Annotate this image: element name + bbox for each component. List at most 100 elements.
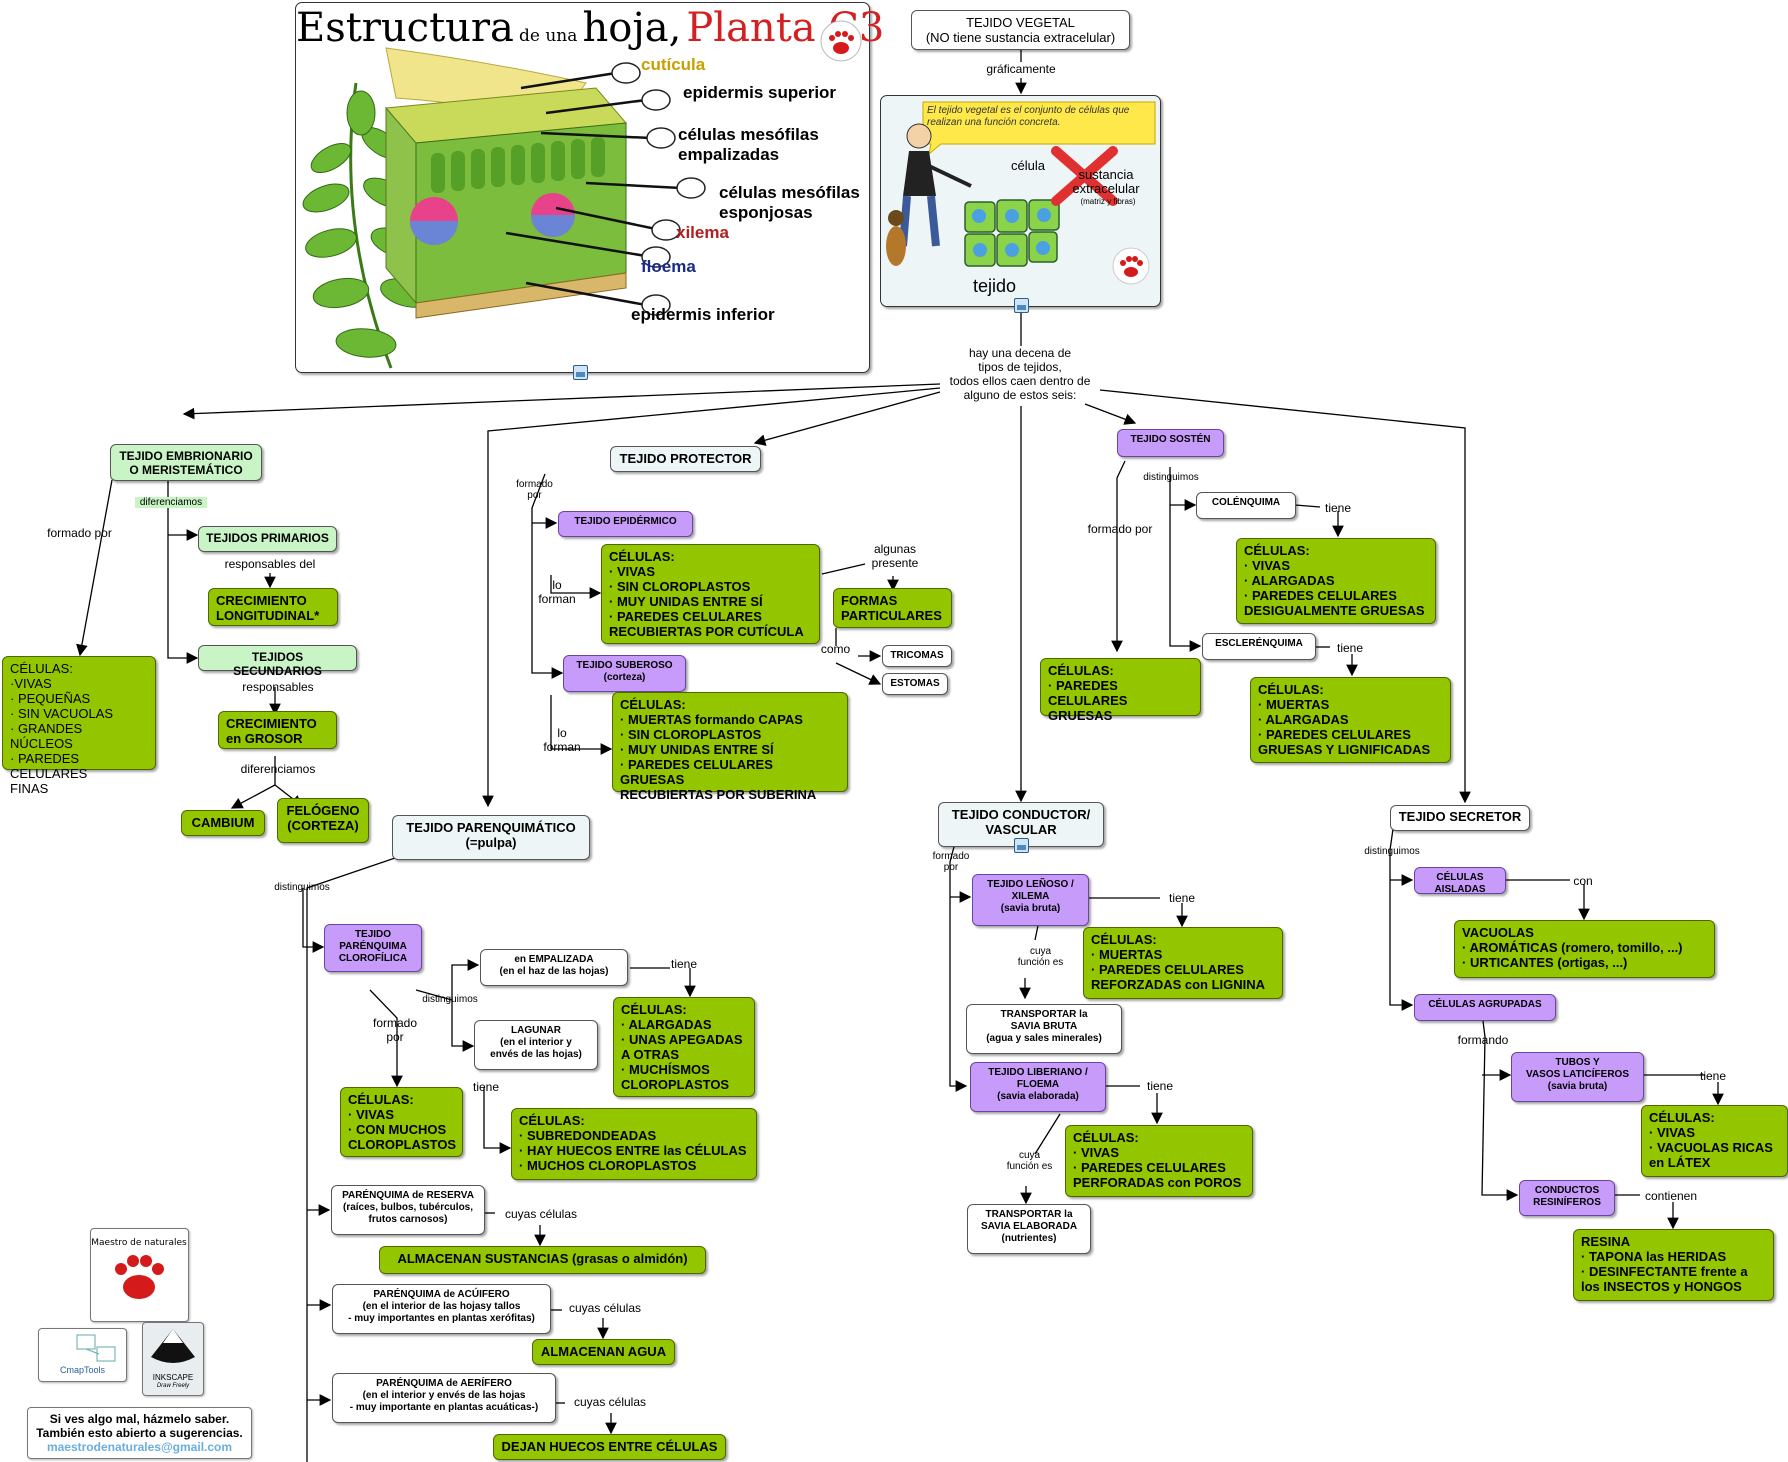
node-celulas-embrionario[interactable]: CÉLULAS: ·VIVAS · PEQUEÑAS · SIN VACUOLA… — [2, 656, 156, 796]
link-formado-por: formado por — [932, 851, 970, 873]
node-tubos-laticiferos[interactable]: TUBOS Y VASOS LATICÍFEROS (savia bruta) — [1511, 1052, 1644, 1102]
cmaptools-logo: CmapTools — [38, 1328, 127, 1382]
label-epidermis-superior: epidermis superior — [683, 83, 837, 102]
link-contienen: contienen — [1644, 1189, 1698, 1203]
tissue-cartoon-illustration — [886, 101, 1156, 285]
link-tiene-2: tiene — [1336, 641, 1364, 655]
link-tiene: tiene — [1699, 1069, 1727, 1083]
node-transportar-savia-bruta[interactable]: TRANSPORTAR la SAVIA BRUTA (agua y sales… — [966, 1004, 1122, 1054]
label-celula: célula — [1011, 158, 1045, 173]
image-link-icon[interactable] — [573, 365, 588, 380]
node-parenquima-reserva[interactable]: PARÉNQUIMA de RESERVA (raíces, bulbos, t… — [331, 1185, 485, 1235]
node-celulas-floema[interactable]: CÉLULAS: · VIVAS · PAREDES CELULARES PER… — [1065, 1125, 1253, 1197]
link-formado-por: formado por — [47, 526, 112, 540]
link-funcion: cuya función es — [1017, 946, 1064, 968]
link-distinguimos: distinguimos — [1143, 472, 1199, 483]
node-celulas-aisladas[interactable]: CÉLULAS AISLADAS — [1414, 867, 1506, 895]
node-tejido-epidermico[interactable]: TEJIDO EPIDÉRMICO — [558, 511, 693, 537]
node-empalizada[interactable]: en EMPALIZADA (en el haz de las hojas) — [480, 949, 628, 986]
node-resina[interactable]: RESINA · TAPONA las HERIDAS · DESINFECTA… — [1573, 1229, 1774, 1301]
image-link-icon[interactable] — [1014, 838, 1029, 853]
feedback-email[interactable]: maestrodenaturales@gmail.com — [46, 1440, 233, 1454]
link-lo-forman: lo forman — [538, 578, 576, 606]
node-formas-particulares[interactable]: FORMAS PARTICULARES — [833, 588, 952, 628]
speech-bubble-text: El tejido vegetal es el conjunto de célu… — [927, 105, 1130, 128]
node-cambium[interactable]: CAMBIUM — [181, 810, 265, 836]
node-celulas-clorofilica[interactable]: CÉLULAS: · VIVAS · CON MUCHOS CLOROPLAST… — [340, 1087, 463, 1157]
node-tejido-embrionario[interactable]: TEJIDO EMBRIONARIO O MERISTEMÁTICO — [110, 444, 262, 481]
link-cuyas-celulas-3: cuyas células — [573, 1395, 647, 1409]
node-almacenan-sustancias[interactable]: ALMACENAN SUSTANCIAS (grasas o almidón) — [379, 1246, 706, 1274]
link-distinguimos-2: distinguimos — [422, 994, 478, 1005]
link-distinguimos: distinguimos — [1364, 846, 1420, 857]
image-link-icon[interactable] — [1014, 298, 1029, 313]
node-celulas-colenquima[interactable]: CÉLULAS: · VIVAS · ALARGADAS · PAREDES C… — [1236, 538, 1436, 624]
node-celulas-latex[interactable]: CÉLULAS: · VIVAS · VACUOLAS RICAS en LÁT… — [1641, 1105, 1788, 1177]
node-tejido-parenquimatico[interactable]: TEJIDO PARENQUIMÁTICO (=pulpa) — [392, 815, 590, 860]
link-tiene: tiene — [1324, 501, 1352, 515]
node-celulas-suberoso[interactable]: CÉLULAS: · MUERTAS formando CAPAS · SIN … — [612, 692, 848, 802]
cmap-graph-icon — [76, 1334, 116, 1362]
node-tejido-vegetal[interactable]: TEJIDO VEGETAL (NO tiene sustancia extra… — [911, 10, 1130, 50]
node-celulas-lagunar[interactable]: CÉLULAS: · SUBREDONDEADAS · HAY HUECOS E… — [511, 1108, 757, 1180]
node-felogeno[interactable]: FELÓGENO (CORTEZA) — [277, 798, 369, 843]
link-formado-por: formado por — [516, 479, 553, 501]
link-distinguimos: distinguimos — [274, 882, 330, 893]
label-xilema: xilema — [676, 223, 729, 242]
link-cuyas-celulas-2: cuyas células — [568, 1301, 642, 1315]
node-conductos-resiniferos[interactable]: CONDUCTOS RESINÍFEROS — [1519, 1180, 1615, 1216]
node-lagunar[interactable]: LAGUNAR (en el interior y envés de las h… — [474, 1020, 598, 1070]
node-celulas-xilema[interactable]: CÉLULAS: · MUERTAS · PAREDES CELULARES R… — [1083, 927, 1283, 999]
node-parenquima-aerifero[interactable]: PARÉNQUIMA de AERÍFERO (en el interior y… — [332, 1373, 556, 1423]
node-estomas[interactable]: ESTOMAS — [882, 673, 948, 695]
link-tiene: tiene — [670, 957, 698, 971]
node-tejido-lenoso[interactable]: TEJIDO LEÑOSO / XILEMA (savia bruta) — [972, 874, 1089, 926]
node-tejido-secretor[interactable]: TEJIDO SECRETOR — [1390, 805, 1530, 831]
node-tricomas[interactable]: TRICOMAS — [882, 645, 952, 667]
node-parenquima-clorofilica[interactable]: TEJIDO PARÉNQUIMA CLOROFÍLICA — [324, 924, 422, 972]
link-lo-forman-2: lo forman — [543, 726, 581, 754]
link-tiene-2: tiene — [1146, 1079, 1174, 1093]
link-responsables-del: responsables del — [224, 557, 316, 571]
node-celulas-paredes-gruesas[interactable]: CÉLULAS: · PAREDES CELULARES GRUESAS — [1040, 658, 1201, 723]
link-responsables: responsables — [242, 680, 314, 694]
label-tejido: tejido — [973, 276, 1017, 296]
node-dejan-huecos[interactable]: DEJAN HUECOS ENTRE CÉLULAS — [493, 1434, 726, 1460]
node-tejido-liberiano[interactable]: TEJIDO LIBERIANO / FLOEMA (savia elabora… — [970, 1062, 1106, 1112]
node-colenquima[interactable]: COLÉNQUIMA — [1196, 492, 1296, 519]
link-tiene-2: tiene — [472, 1080, 500, 1094]
feedback-line-1: Si ves algo mal, házmelo saber. — [49, 1412, 230, 1426]
label-mesofilas-esponjosas: células mesófilas esponjosas — [719, 183, 860, 222]
inkscape-label: INKSCAPE — [152, 1373, 194, 1382]
node-transportar-savia-elaborada[interactable]: TRANSPORTAR la SAVIA ELABORADA (nutrient… — [967, 1204, 1091, 1254]
node-tejido-sosten[interactable]: TEJIDO SOSTÉN — [1117, 429, 1224, 457]
node-tejidos-secundarios[interactable]: TEJIDOS SECUNDARIOS — [198, 645, 357, 678]
link-formando: formando — [1457, 1033, 1509, 1047]
node-tejido-suberoso[interactable]: TEJIDO SUBEROSO (corteza) — [563, 655, 686, 692]
node-esclerenquima[interactable]: ESCLERÉNQUIMA — [1202, 633, 1316, 660]
node-vacuolas[interactable]: VACUOLAS · AROMÁTICAS (romero, tomillo, … — [1454, 920, 1715, 978]
image-title-part1: Estructura — [296, 5, 514, 51]
link-con: con — [1573, 874, 1593, 888]
node-crecimiento-grosor[interactable]: CRECIMIENTO en GROSOR — [218, 711, 337, 749]
node-almacenan-agua[interactable]: ALMACENAN AGUA — [532, 1339, 675, 1365]
node-celulas-empalizada[interactable]: CÉLULAS: · ALARGADAS · UNAS APEGADAS A O… — [613, 997, 755, 1097]
node-crecimiento-longitudinal[interactable]: CRECIMIENTO LONGITUDINAL* — [208, 588, 338, 626]
image-title-part2: de una — [518, 26, 578, 46]
link-funcion-2: cuya función es — [1006, 1150, 1053, 1172]
link-algunas-presente: algunas presente — [871, 542, 919, 570]
node-celulas-epidermico[interactable]: CÉLULAS: · VIVAS · SIN CLOROPLASTOS · MU… — [601, 544, 820, 644]
feedback-box: Si ves algo mal, házmelo saber. También … — [27, 1407, 252, 1459]
node-celulas-agrupadas[interactable]: CÉLULAS AGRUPADAS — [1414, 994, 1556, 1021]
link-formado-por: formado por — [372, 1016, 418, 1044]
feedback-line-2: También esto abierto a sugerencias. — [36, 1426, 243, 1440]
node-tejidos-primarios[interactable]: TEJIDOS PRIMARIOS — [198, 526, 337, 552]
link-tiene: tiene — [1168, 891, 1196, 905]
label-cuticula: cutícula — [641, 55, 706, 74]
node-tejido-protector[interactable]: TEJIDO PROTECTOR — [610, 446, 761, 472]
node-parenquima-acuifero[interactable]: PARÉNQUIMA de ACÚIFERO (en el interior d… — [332, 1284, 551, 1334]
node-celulas-esclerenquima[interactable]: CÉLULAS: · MUERTAS · ALARGADAS · PAREDES… — [1250, 677, 1451, 763]
leaf-cross-section-illustration — [302, 20, 862, 369]
